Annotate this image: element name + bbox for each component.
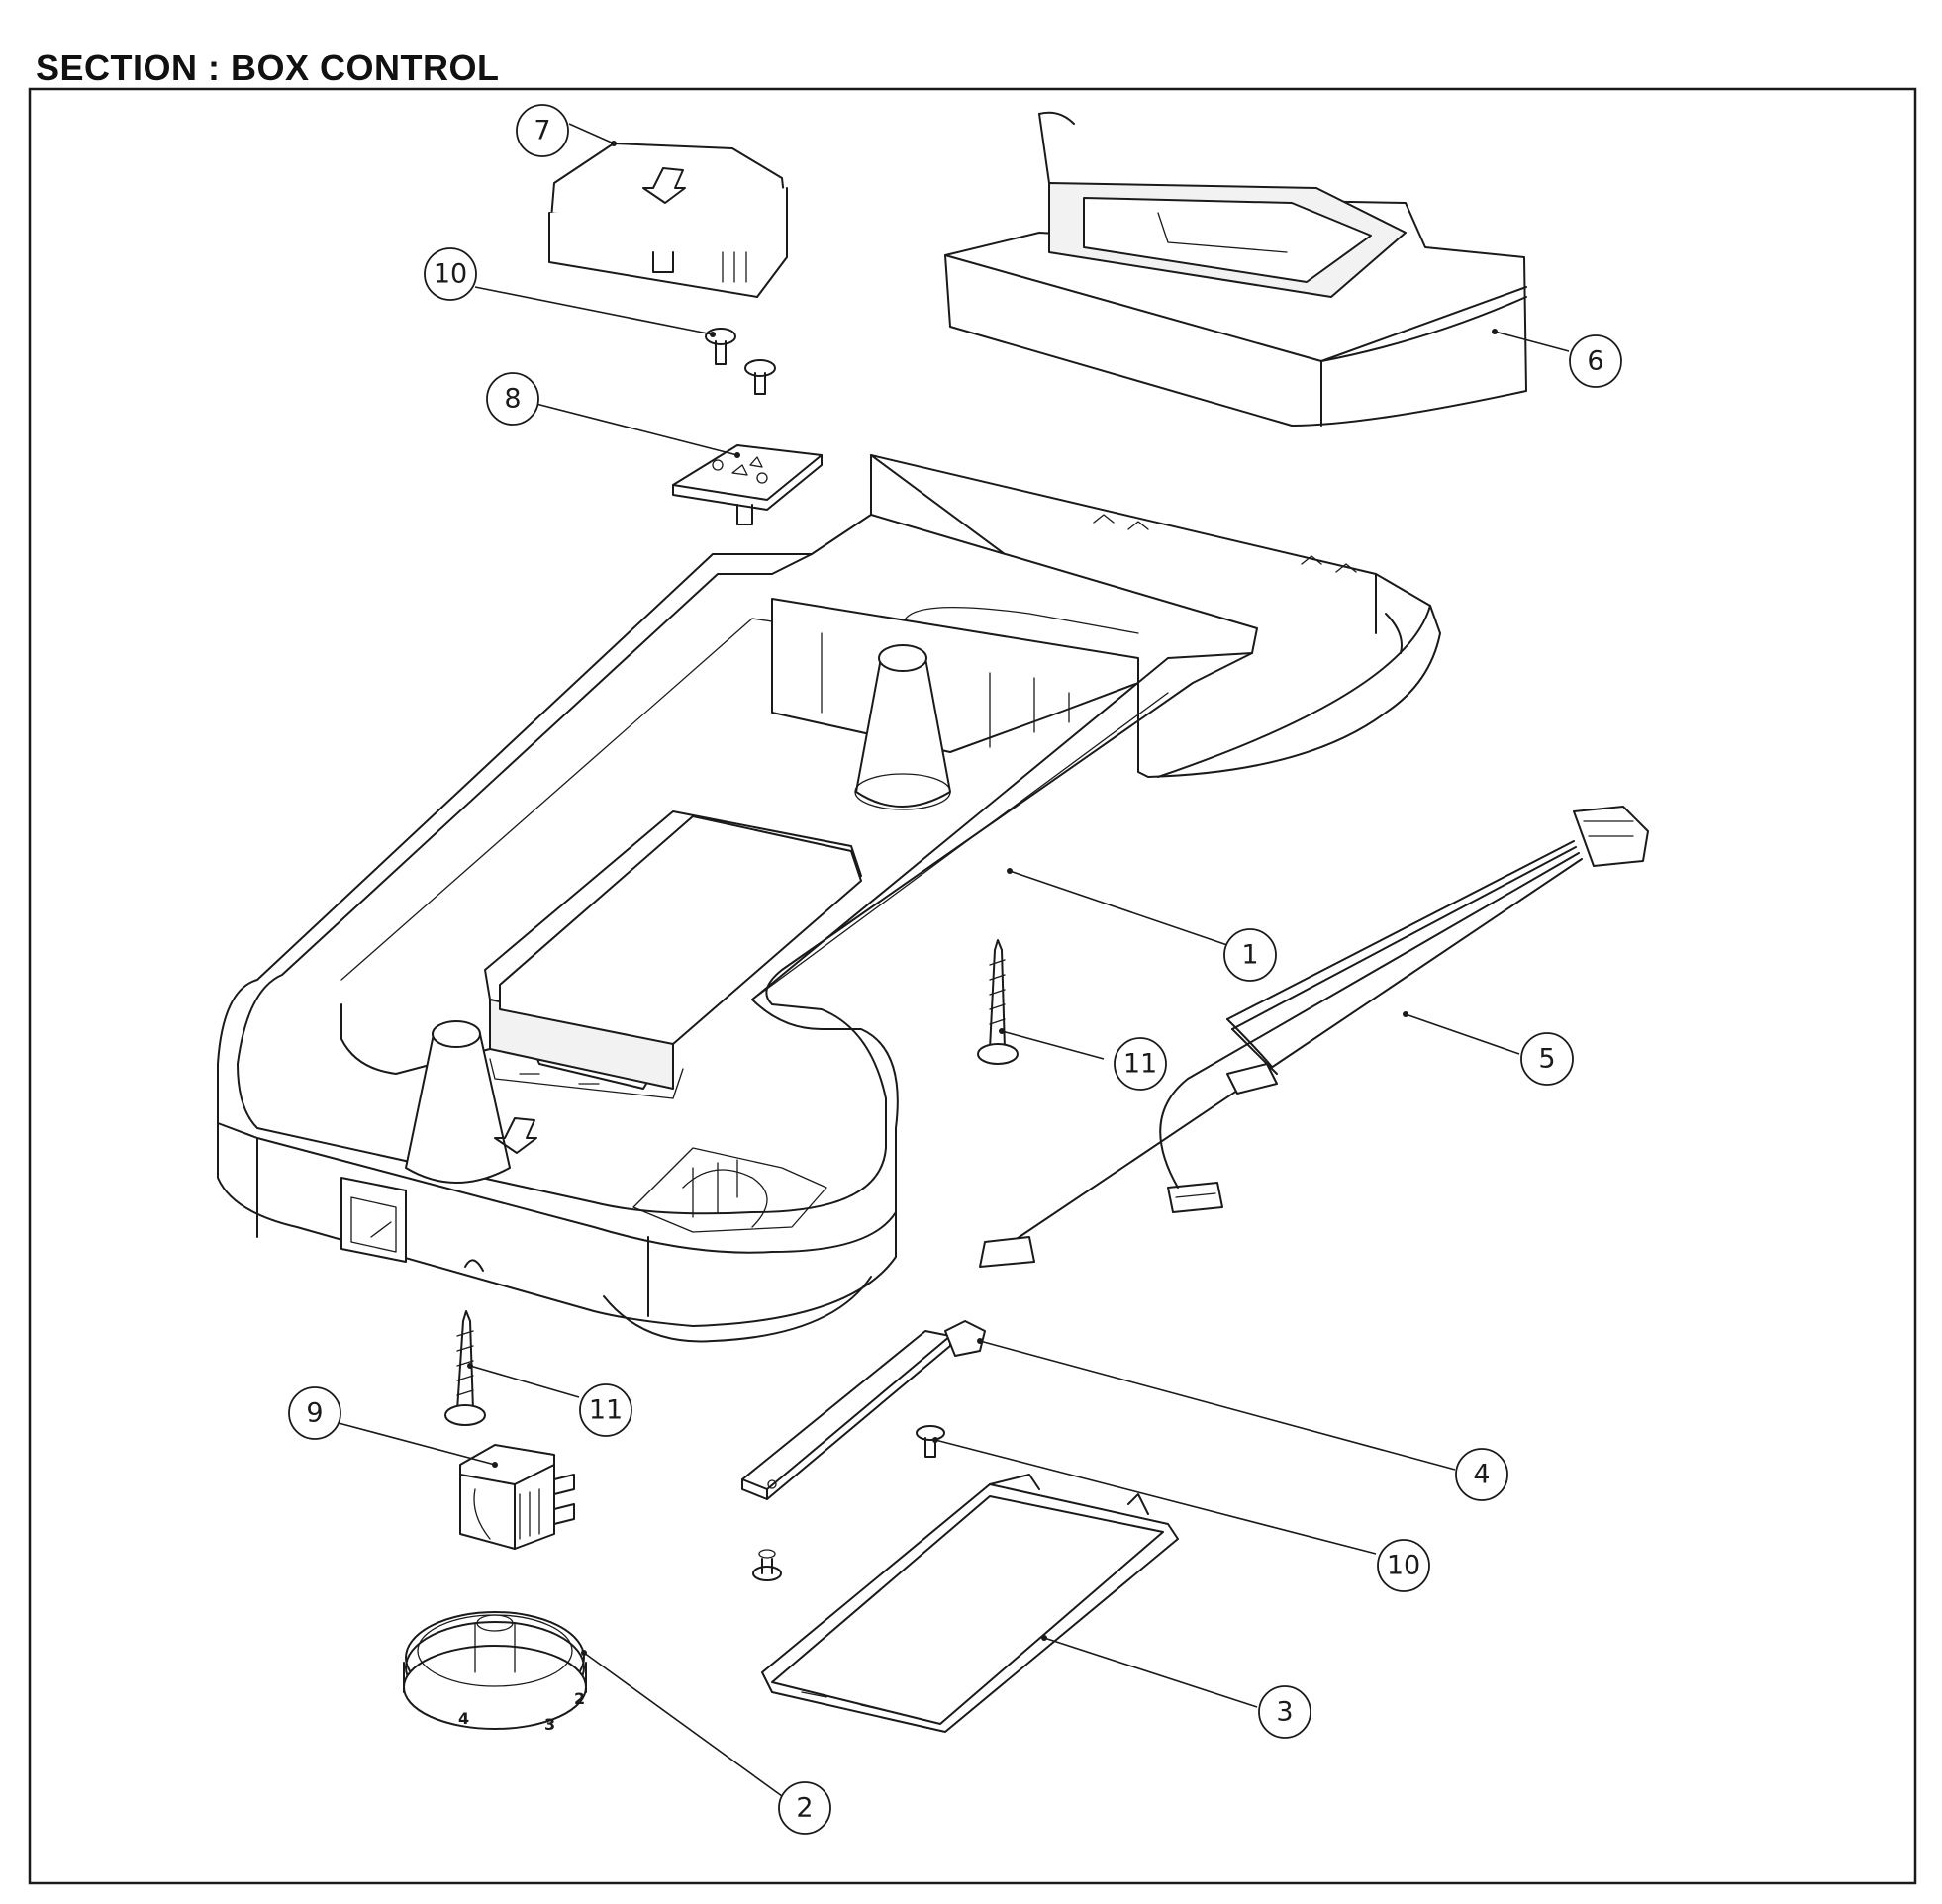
callout-label: 3 — [1276, 1697, 1293, 1728]
callout-label: 7 — [534, 116, 550, 146]
callout-4: 4 — [1455, 1448, 1508, 1501]
dial-number-4: 4 — [458, 1709, 469, 1728]
part-1-housing — [217, 454, 1441, 1343]
leader-lines — [338, 123, 1570, 1797]
part-2-dial: 4 3 2 — [403, 1611, 587, 1734]
callout-label: 10 — [434, 259, 467, 290]
callout-6: 6 — [1569, 334, 1622, 388]
callout-2: 2 — [778, 1781, 831, 1835]
diagram-frame — [28, 87, 1917, 1885]
dial-number-3: 3 — [544, 1715, 555, 1734]
callout-label: 11 — [589, 1395, 623, 1426]
part-7-cover — [548, 143, 788, 298]
callout-8: 8 — [486, 372, 539, 426]
part-5-harness — [979, 806, 1649, 1268]
callout-5: 5 — [1520, 1032, 1574, 1086]
screw-11-middle — [977, 939, 1019, 1065]
screws-10-lower — [752, 1425, 945, 1581]
callout-label: 2 — [796, 1793, 813, 1824]
callout-9: 9 — [288, 1386, 341, 1440]
part-3-cover-plate — [761, 1474, 1179, 1733]
callout-label: 6 — [1587, 346, 1603, 377]
callout-3: 3 — [1258, 1685, 1311, 1739]
callout-label: 1 — [1241, 940, 1258, 971]
part-9-switch — [459, 1444, 575, 1550]
section-title: SECTION : BOX CONTROL — [36, 48, 500, 88]
callout-7: 7 — [516, 104, 569, 157]
callout-label: 9 — [306, 1398, 323, 1429]
part-4-bracket — [741, 1320, 986, 1500]
callout-label: 4 — [1473, 1460, 1490, 1490]
callout-11-lower: 11 — [579, 1383, 632, 1437]
callout-10-lower: 10 — [1377, 1539, 1430, 1592]
part-8-plate — [672, 444, 823, 525]
callout-label: 10 — [1387, 1551, 1420, 1581]
callout-label: 11 — [1123, 1049, 1157, 1080]
callout-1: 1 — [1223, 928, 1277, 982]
dial-number-2: 2 — [574, 1689, 585, 1708]
part-6-top-cover — [944, 111, 1527, 427]
callout-label: 8 — [504, 384, 521, 415]
callout-label: 5 — [1538, 1044, 1555, 1075]
callout-10-top: 10 — [424, 247, 477, 301]
callout-11-middle: 11 — [1114, 1037, 1167, 1091]
screws-10-top — [705, 328, 776, 395]
